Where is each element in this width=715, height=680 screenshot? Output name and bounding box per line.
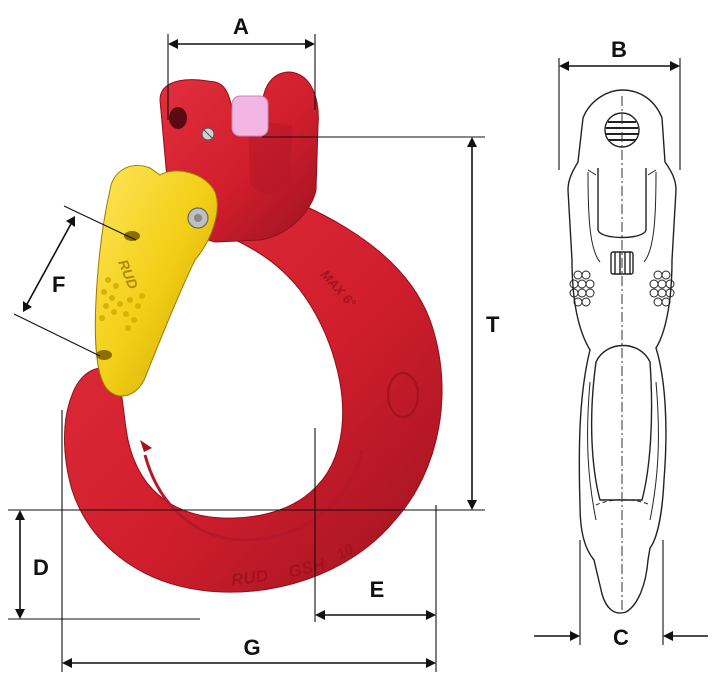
side-view-slot [597,168,647,239]
latch-bottom-tip [96,350,112,360]
side-view-lower-hook [590,344,653,501]
logo-emboss [387,372,419,418]
side-view-outline [567,89,677,614]
brand-marking: RUD [230,566,269,590]
dim-label-a: A [233,14,249,39]
hook-body [64,177,443,593]
right-dimensions: B C [534,37,708,650]
dim-label-t: T [486,312,500,337]
dim-label-b: B [611,37,627,62]
dim-label-e: E [370,577,385,602]
side-view-buckle [610,251,634,275]
head-slot [248,120,292,194]
latch-top-tip [124,231,140,241]
hook-illustration: RUD MAX 6° RUD GSH 10 [64,71,443,593]
side-view-dimples-right [649,270,675,307]
tip-emboss-mark [140,440,152,452]
dim-label-g: G [243,635,260,660]
hook-groove [143,449,364,542]
eye-hole [169,107,187,129]
safety-latch [94,165,218,397]
dim-label-f: F [52,272,65,297]
left-dimensions: A T F D E G [8,14,500,672]
side-view-drawing [567,89,677,614]
dim-label-c: C [613,625,629,650]
connector-pin [231,95,269,137]
dim-label-d: D [33,555,49,580]
latch-dimples [99,277,145,331]
size-marking: 10 [334,540,357,563]
side-view-dimples-left [569,270,595,307]
